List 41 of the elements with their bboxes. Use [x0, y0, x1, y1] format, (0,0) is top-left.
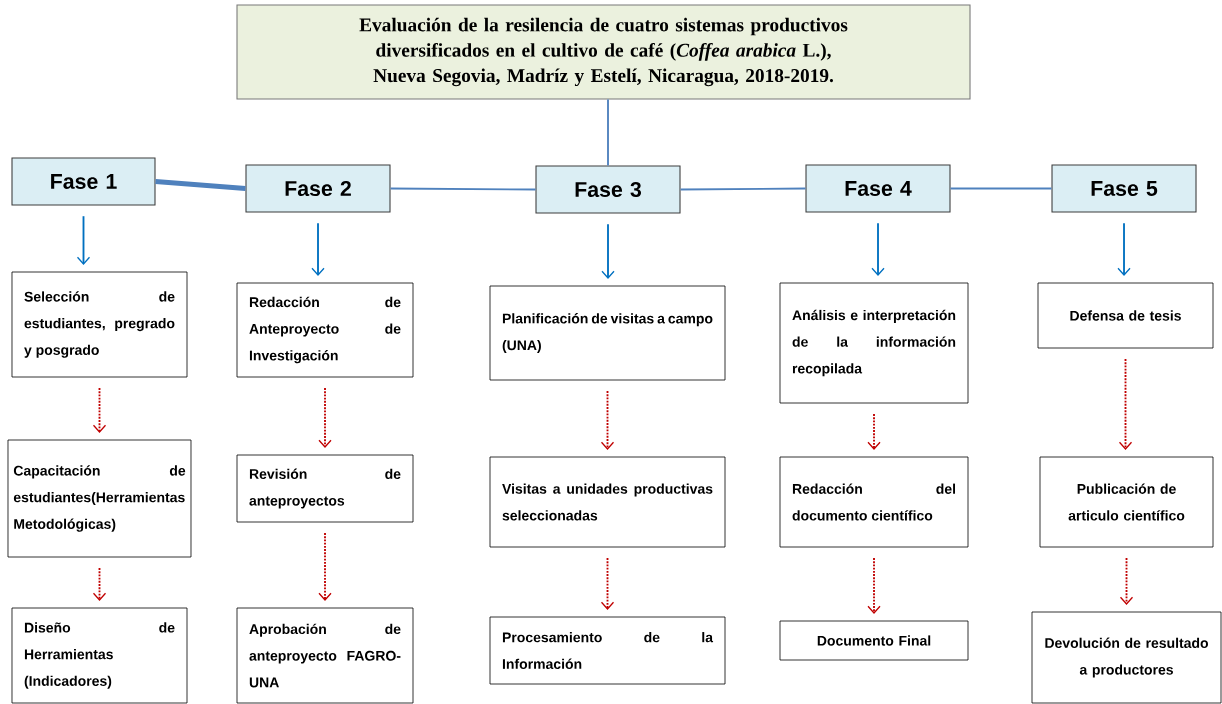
arrow	[1117, 222, 1131, 276]
connector-line	[679, 187, 807, 191]
phase-box: Fase 2	[245, 164, 391, 213]
step-box: Redacción de Anteproyecto de Investigación	[236, 282, 414, 378]
arrow	[867, 557, 881, 614]
step-box: Publicación de articulo científico	[1039, 456, 1214, 548]
arrow	[867, 413, 881, 450]
connector-line	[155, 179, 246, 191]
step-box: Devolución de resultado a productores	[1031, 611, 1222, 704]
arrow	[600, 557, 615, 610]
arrow	[92, 567, 107, 601]
step-box: Análisis e interpretación de la información recopilada	[779, 282, 969, 404]
arrow	[600, 390, 615, 450]
arrow	[871, 222, 885, 276]
connector-line	[607, 98, 609, 167]
step-box: Revisión de anteproyectos	[236, 454, 414, 523]
arrow	[1118, 358, 1133, 450]
arrow	[601, 223, 615, 279]
step-box: Aprobación de anteproyecto FAGRO-UNA	[236, 607, 414, 704]
step-box: Redacción del documento científico	[779, 456, 969, 548]
step-box: Documento Final	[779, 620, 969, 661]
step-box: Visitas a unidades productivas seleccionadas	[489, 456, 726, 548]
step-box: Procesamiento de la Información	[489, 616, 726, 685]
arrow	[76, 215, 91, 265]
phase-box: Fase 3	[535, 165, 681, 214]
connector-line	[389, 187, 537, 191]
connector-line	[949, 187, 1053, 190]
title-box: Evaluación de la resilencia de cuatro sistemas productivos diversificados en el cultivo de café (Coffea arabica L.), Nueva Segovia, Madríz y Estelí, Nicaragua, 2018-2019.	[236, 4, 971, 100]
step-box: Diseño de Herramientas (Indicadores)	[11, 607, 188, 704]
arrow	[318, 532, 332, 601]
step-box: Selección de estudiantes, pregrado y posgrado	[11, 271, 188, 378]
arrow	[318, 387, 332, 448]
step-box: Capacitación de estudiantes(Herramientas Metodológicas)	[7, 439, 192, 558]
step-box: Planificación de visitas a campo (UNA)	[489, 285, 726, 381]
arrow	[92, 387, 107, 433]
phase-box: Fase 4	[805, 164, 951, 213]
phase-box: Fase 1	[11, 157, 156, 206]
arrow	[1119, 557, 1134, 605]
step-box: Defensa de tesis	[1037, 282, 1214, 349]
arrow	[311, 222, 325, 276]
phase-box: Fase 5	[1051, 164, 1197, 213]
